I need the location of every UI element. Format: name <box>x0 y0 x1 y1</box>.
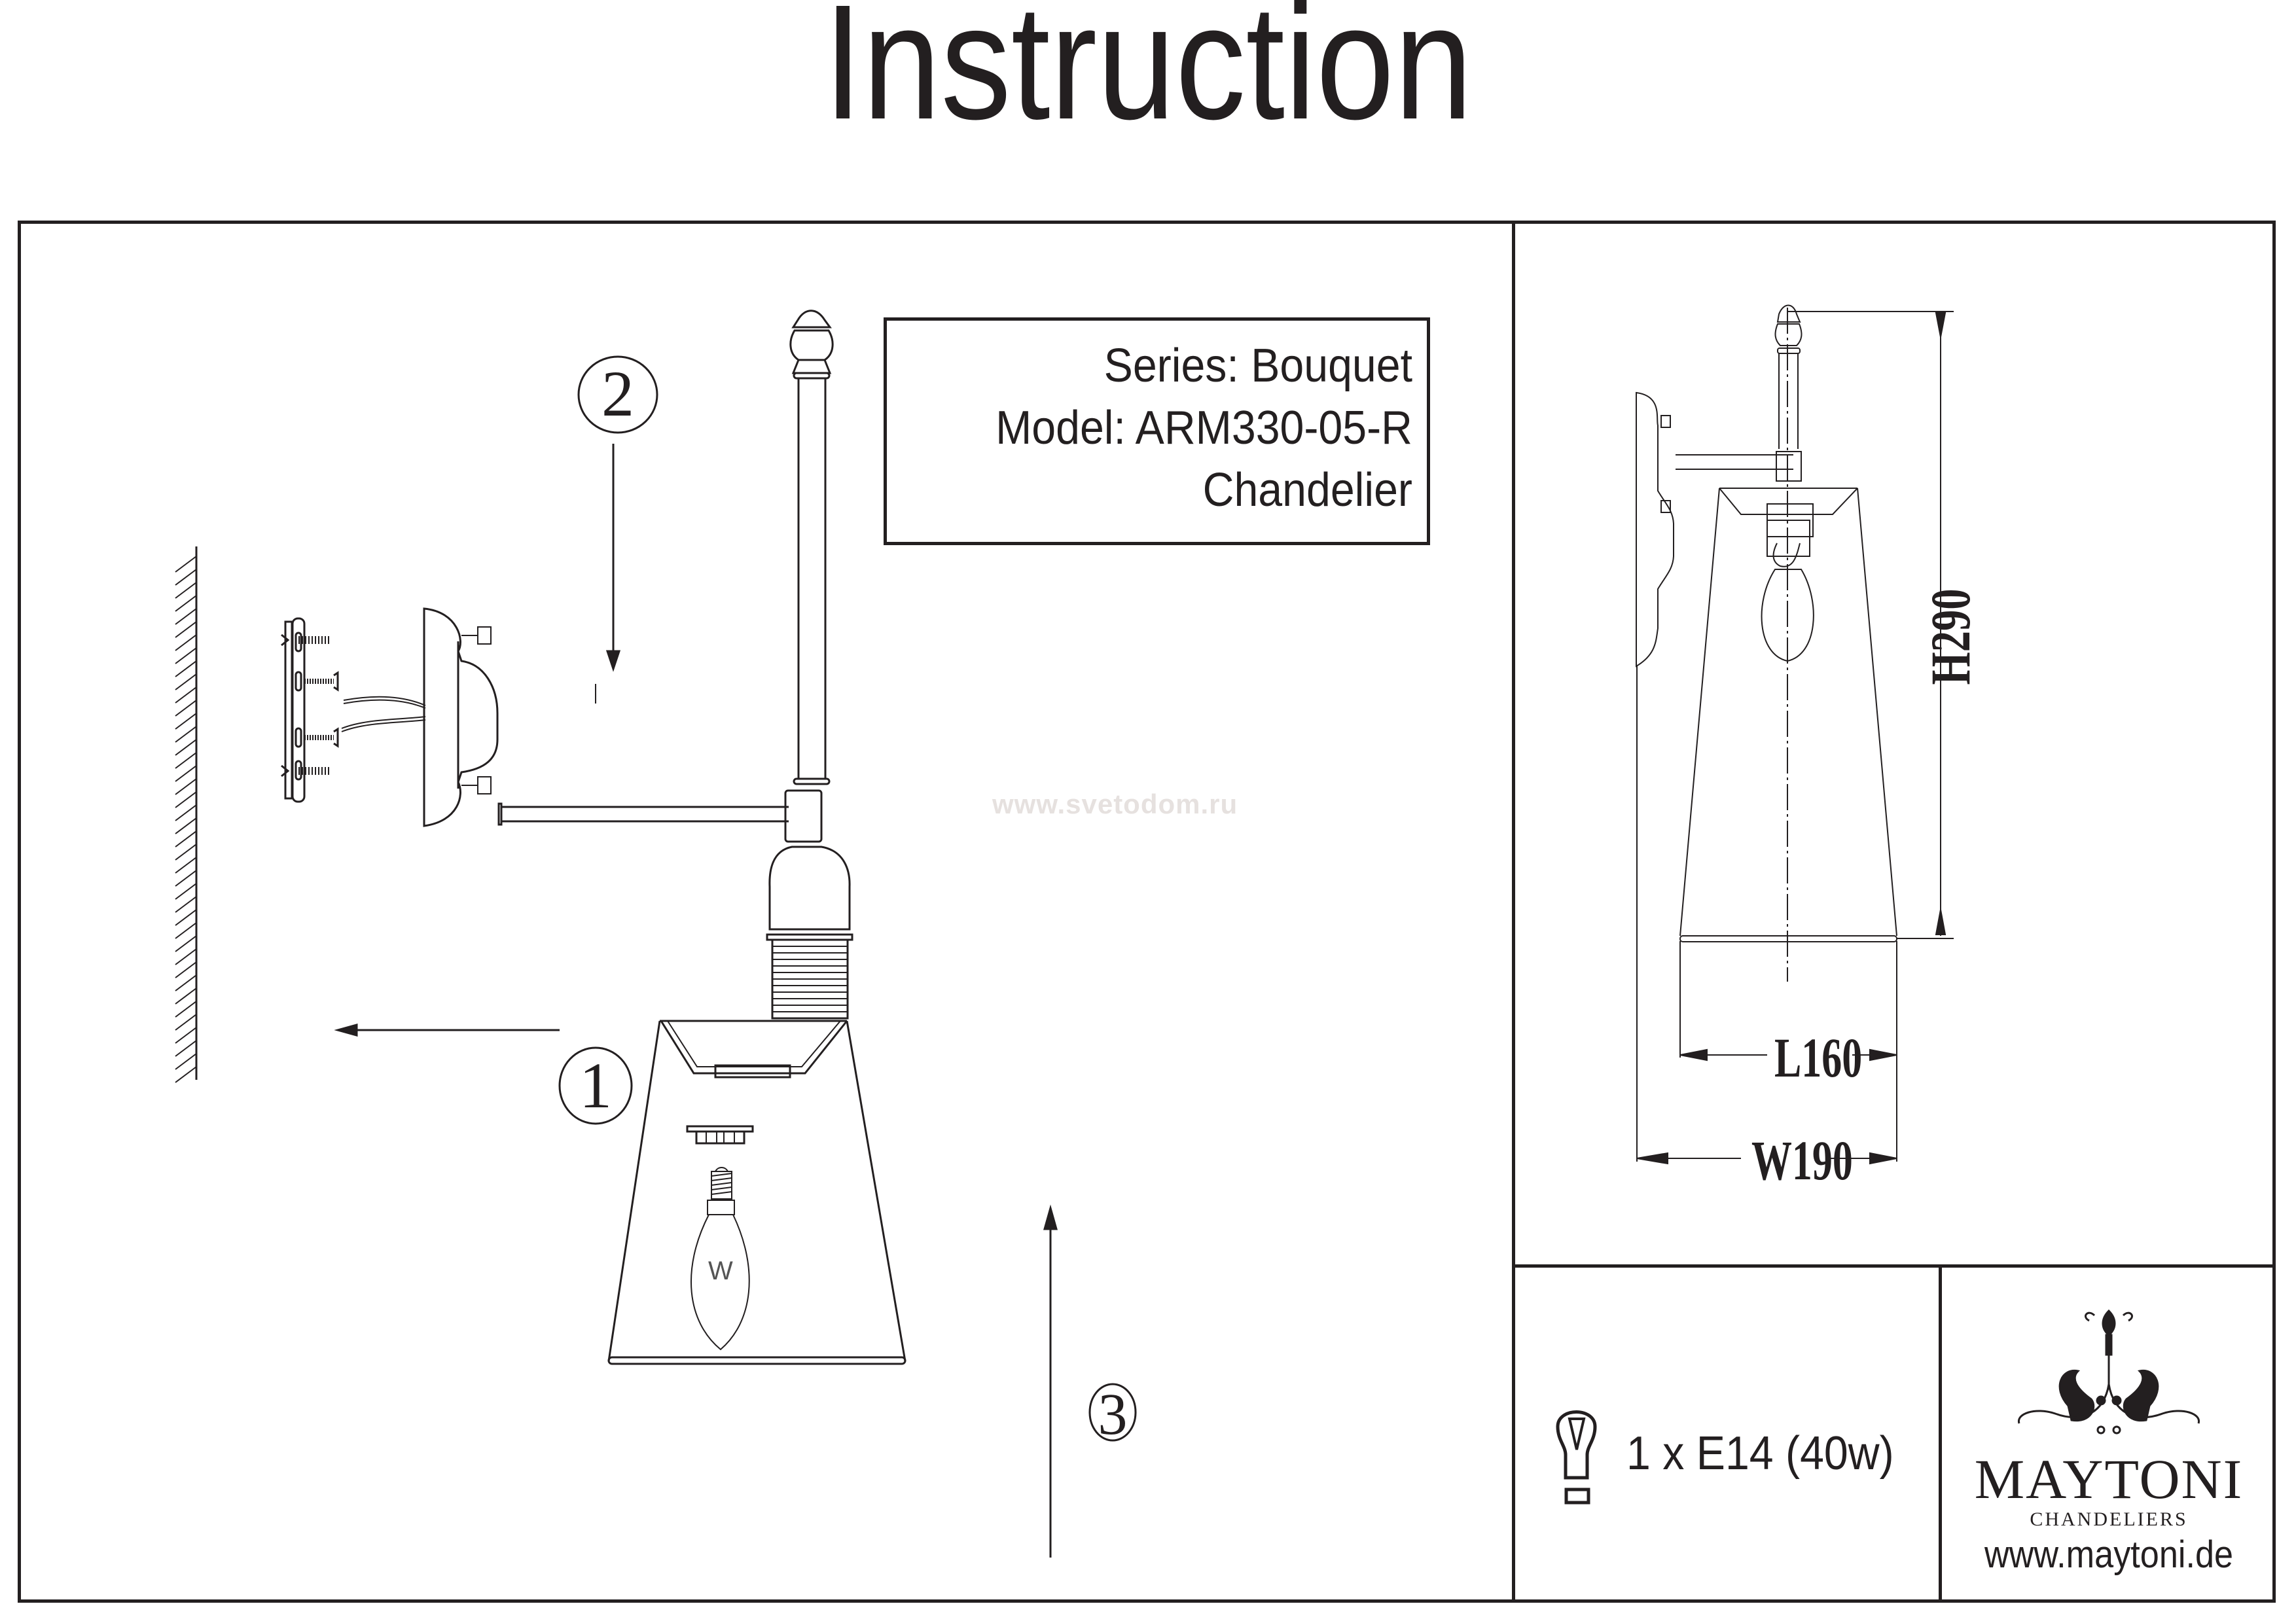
wall-hatch-line <box>175 870 197 887</box>
wall-hatch-line <box>175 778 197 795</box>
wall-hatch-line <box>175 1066 197 1083</box>
wall-hatch-line <box>175 726 197 743</box>
watermark: www.svetodom.ru <box>992 789 1238 819</box>
wall-hatch-line <box>175 713 197 730</box>
wall-hatch-line <box>175 896 197 913</box>
wall-hatch-line <box>175 556 197 573</box>
cap-nut-icon <box>461 626 596 794</box>
wall-hatch-line <box>175 582 197 599</box>
brand-name: MAYTONI <box>1974 1448 2244 1510</box>
wall-hatch-line <box>175 817 197 834</box>
wall-hatch-line <box>175 988 197 1005</box>
lamp-shade-icon <box>607 1020 906 1365</box>
wall-hatch-line <box>175 765 197 782</box>
width-dimension-label: W190 <box>1751 1129 1853 1192</box>
series-label: Series: Bouquet <box>1103 340 1412 392</box>
finial-rod-icon <box>789 310 834 785</box>
wall-hatch-line <box>175 791 197 808</box>
frame-divider-horizontal <box>1512 1264 2276 1268</box>
wall-hatch-line <box>175 1027 197 1044</box>
model-label: Model: ARM330-05-R <box>996 402 1412 454</box>
step-number-2: 2 <box>601 357 634 430</box>
arm-icon <box>497 789 823 843</box>
wall-hatch-line <box>175 673 197 690</box>
wall-icon <box>175 546 198 1083</box>
candle-bulb-icon <box>690 1167 750 1351</box>
ornament-logo-icon <box>2018 1309 2200 1435</box>
wall-hatch-line <box>175 948 197 965</box>
frame-divider-footer <box>1939 1264 1942 1603</box>
drawing-frame <box>18 221 2276 1603</box>
brand-subtitle: CHANDELIERS <box>2030 1508 2188 1530</box>
height-dimension-label: H290 <box>1919 588 1982 685</box>
wall-hatch-line <box>175 739 197 756</box>
wall-hatch-line <box>175 935 197 952</box>
wall-hatch-line <box>175 608 197 625</box>
wall-hatch-line <box>175 687 197 704</box>
wall-hatch-line <box>175 961 197 978</box>
canopy-icon <box>423 607 499 827</box>
frame-divider-vertical <box>1512 221 1515 1603</box>
shade-ring-icon <box>686 1125 754 1145</box>
light-bulb-icon <box>1556 1410 1597 1505</box>
wall-hatch-line <box>175 621 197 638</box>
wall-hatch-line <box>175 909 197 926</box>
product-type-label: Chandelier <box>1202 464 1412 516</box>
wall-hatch-line <box>175 844 197 861</box>
wall-hatch-line <box>175 634 197 651</box>
lamp-spec-text: 1 x E14 (40w) <box>1626 1427 1894 1480</box>
wall-hatch-line <box>175 1001 197 1018</box>
wall-hatch-line <box>175 569 197 586</box>
wall-hatch-line <box>175 1014 197 1031</box>
page-title: Instruction <box>823 0 1473 153</box>
mounting-bracket-icon <box>281 617 339 803</box>
wall-hatch-line <box>175 752 197 769</box>
dimension-drawing-icon <box>1636 304 1954 1165</box>
product-info-box: Series: Bouquet Model: ARM330-05-R Chand… <box>884 317 1430 545</box>
step-number-3: 3 <box>1098 1382 1128 1447</box>
wall-hatch-line <box>175 647 197 664</box>
wall-hatch-line <box>175 660 197 677</box>
arrow-icon <box>334 444 1058 1558</box>
wall-hatch-line <box>175 1053 197 1070</box>
wall-hatch-line <box>175 700 197 717</box>
wall-hatch-line <box>175 595 197 612</box>
wall-hatch-line <box>175 883 197 900</box>
bulb-marking: W <box>708 1257 733 1285</box>
wall-hatch-line <box>175 974 197 991</box>
wall-hatch-line <box>175 804 197 821</box>
brand-website-link[interactable]: www.maytoni.de <box>1984 1533 2234 1576</box>
length-dimension-label: L160 <box>1774 1026 1863 1089</box>
step-number-1: 1 <box>579 1049 612 1122</box>
step-circle-1 <box>558 1046 633 1125</box>
step-circle-3 <box>1088 1383 1137 1442</box>
wires-icon <box>341 696 426 732</box>
wall-hatch-line <box>175 830 197 847</box>
wall-hatch-line <box>175 922 197 939</box>
step-circle-2 <box>577 355 658 434</box>
wall-hatch-line <box>175 1040 197 1057</box>
socket-icon <box>766 846 853 1020</box>
wall-hatch-line <box>175 857 197 874</box>
